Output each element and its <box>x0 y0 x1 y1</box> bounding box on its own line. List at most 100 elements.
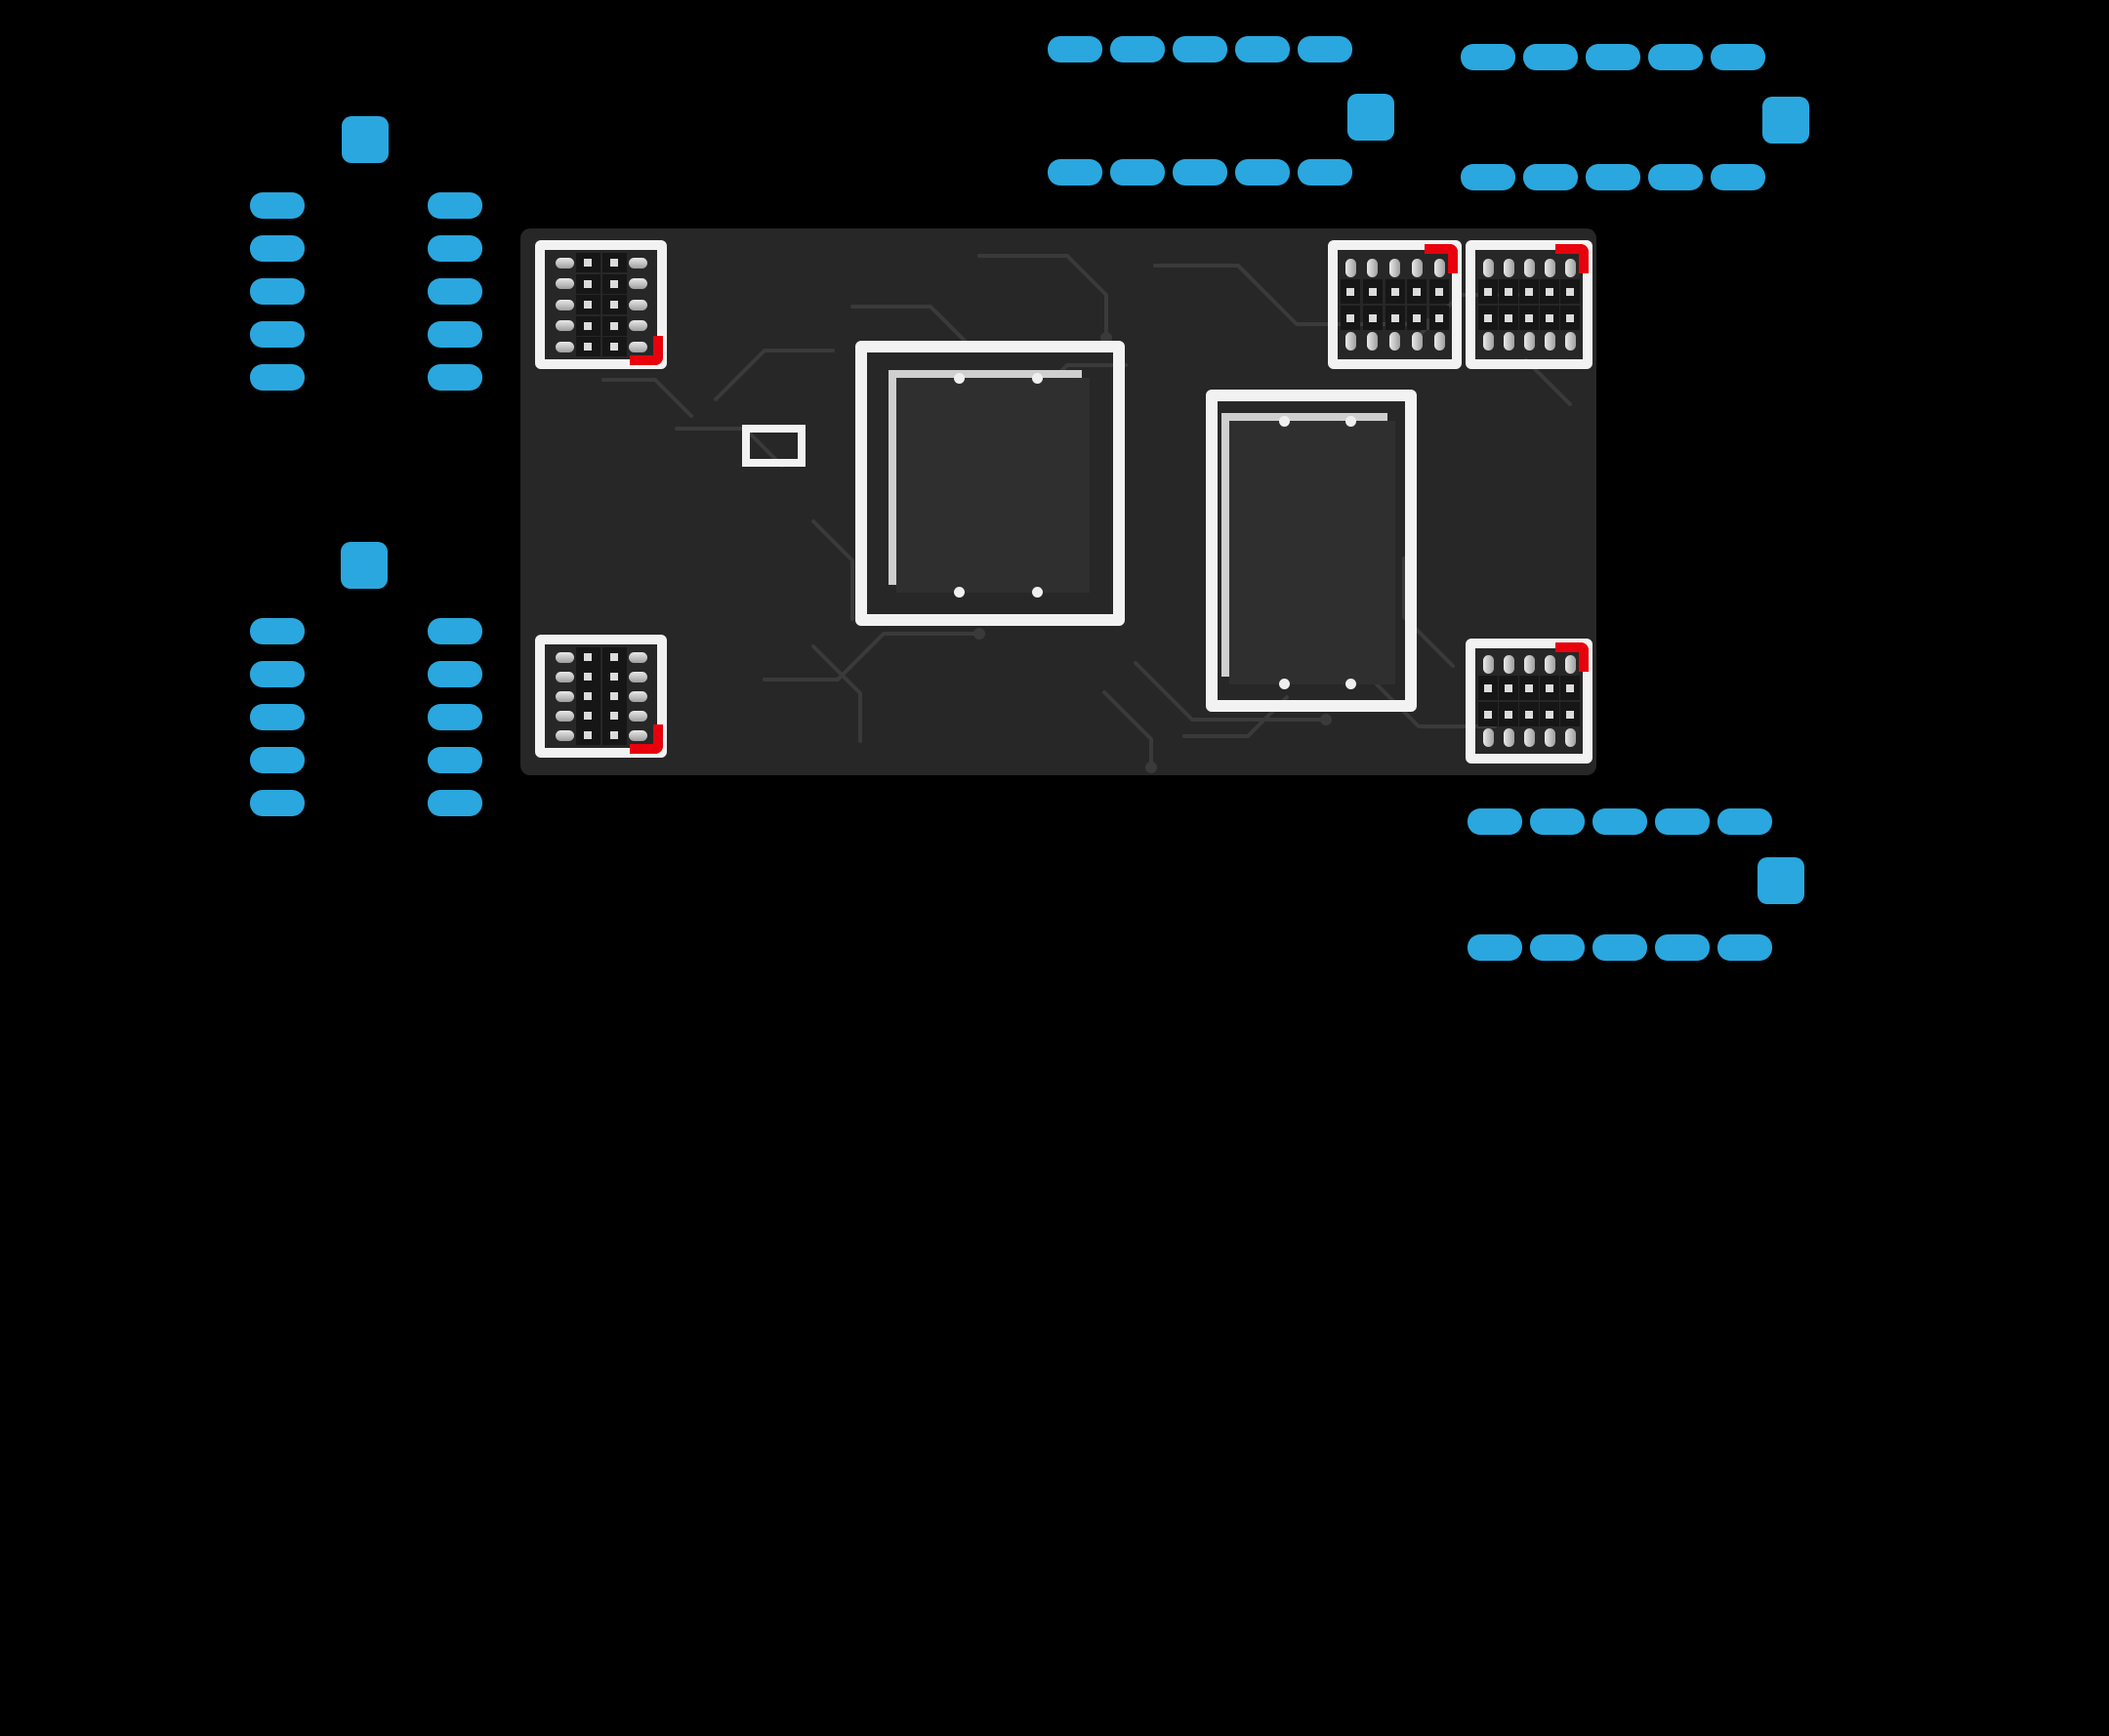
chip-pin-dot <box>954 587 965 598</box>
pin-contact <box>1566 683 1574 692</box>
pin-callout-b3 <box>1173 36 1227 62</box>
header-pin-body <box>601 725 627 745</box>
header-pin-body <box>601 273 627 294</box>
pin-callout-d8 <box>250 704 305 730</box>
pin1-marker <box>1555 244 1589 273</box>
port-letter-c <box>342 116 389 163</box>
pin-callout-b5 <box>1048 36 1102 62</box>
header-pin-body <box>601 295 627 314</box>
solder-pad <box>1523 728 1535 747</box>
solder-pad <box>1482 655 1494 674</box>
header-pin-body <box>601 686 627 706</box>
pin-callout-e7 <box>1530 934 1585 961</box>
pin-callout-c7 <box>250 235 305 262</box>
pin-callout-a7 <box>1523 164 1578 190</box>
pin-contact <box>584 731 592 739</box>
solder-pad <box>1564 655 1576 674</box>
pin-contact <box>610 279 618 288</box>
pin-contact <box>1346 313 1354 322</box>
chip-pin-dot <box>1279 416 1290 427</box>
solder-pad <box>555 278 574 289</box>
header-pin-body <box>575 253 600 272</box>
pin-contact <box>610 301 618 309</box>
pin-contact <box>1546 710 1553 719</box>
header-pins <box>1478 253 1580 356</box>
pin-contact <box>1525 313 1533 322</box>
pin-callout-b8 <box>1173 159 1227 186</box>
header-pin-body <box>1519 279 1539 304</box>
header-p2 <box>535 635 667 758</box>
header-pin <box>1560 651 1580 751</box>
pin-contact <box>1413 313 1422 322</box>
pin-contact <box>1484 710 1492 719</box>
header-pin-body <box>601 667 627 686</box>
pin-contact <box>584 321 592 330</box>
pin-callout-d7 <box>250 661 305 687</box>
header-pin-body <box>1407 306 1427 330</box>
pin-contact <box>1566 710 1574 719</box>
solder-pad <box>1433 259 1445 277</box>
pin-callout-e1 <box>1717 808 1772 835</box>
pin-callout-b-row1 <box>1048 36 1352 62</box>
header-pins <box>548 253 654 356</box>
header-pins <box>1341 253 1449 356</box>
solder-pad <box>555 690 574 702</box>
header-pin-body <box>1499 279 1518 304</box>
solder-pad <box>1389 259 1400 277</box>
solder-pad <box>1564 728 1576 747</box>
solder-pad <box>1544 259 1555 277</box>
pin-contact <box>610 343 618 351</box>
pin-contact <box>584 673 592 681</box>
pin-contact <box>1368 313 1377 322</box>
pin-callout-e3 <box>1592 808 1647 835</box>
pin-callout-b9 <box>1235 159 1290 186</box>
pin-callout-d4 <box>428 661 482 687</box>
pin-contact <box>1368 287 1377 296</box>
header-pin-body <box>1560 279 1580 304</box>
header-pin-body <box>1362 279 1383 304</box>
solder-pad <box>1503 728 1514 747</box>
port-letter-e <box>1758 857 1804 904</box>
pin1-marker <box>630 724 663 754</box>
header-pin-body <box>575 337 600 356</box>
header-pin-body <box>1499 702 1518 726</box>
pin-callout-d1 <box>428 790 482 816</box>
header-pin <box>1540 253 1559 356</box>
solder-pad <box>1411 332 1423 351</box>
chip-pin-dot <box>1279 679 1290 689</box>
header-pin-body <box>575 686 600 706</box>
pin-callout-d2 <box>428 747 482 773</box>
solder-pad <box>1564 259 1576 277</box>
header-pin-body <box>1478 306 1498 330</box>
header-pin <box>1362 253 1383 356</box>
chip-pin-dot <box>1032 373 1043 384</box>
solder-pad <box>628 651 647 663</box>
header-pin <box>1478 253 1498 356</box>
pin-contact <box>1484 313 1492 322</box>
solder-pad <box>555 320 574 331</box>
pin-callout-b4 <box>1110 36 1165 62</box>
header-p5 <box>1328 240 1462 369</box>
header-pin-body <box>1341 306 1360 330</box>
pin-contact <box>584 343 592 351</box>
pin1-marker <box>630 336 663 365</box>
pin-contact <box>1525 710 1533 719</box>
header-pin-body <box>1560 676 1580 700</box>
pin-contact <box>1525 287 1533 296</box>
header-pin-body <box>1560 702 1580 726</box>
header-pin-body <box>1362 306 1383 330</box>
chip-outline-u3 <box>855 341 1125 626</box>
header-pin <box>1478 651 1498 751</box>
solder-pad <box>1503 259 1514 277</box>
pin-callout-a-row2 <box>1461 164 1765 190</box>
solder-pad <box>1503 655 1514 674</box>
solder-pad <box>1433 332 1445 351</box>
pin-callout-b1 <box>1298 36 1352 62</box>
header-pin-body <box>1499 306 1518 330</box>
solder-pad <box>555 671 574 682</box>
pin-callout-d5 <box>428 618 482 644</box>
pin-contact <box>1346 287 1354 296</box>
pin-callout-a9 <box>1648 164 1703 190</box>
pin-callout-a4 <box>1523 44 1578 70</box>
port-letter-d <box>341 542 388 589</box>
